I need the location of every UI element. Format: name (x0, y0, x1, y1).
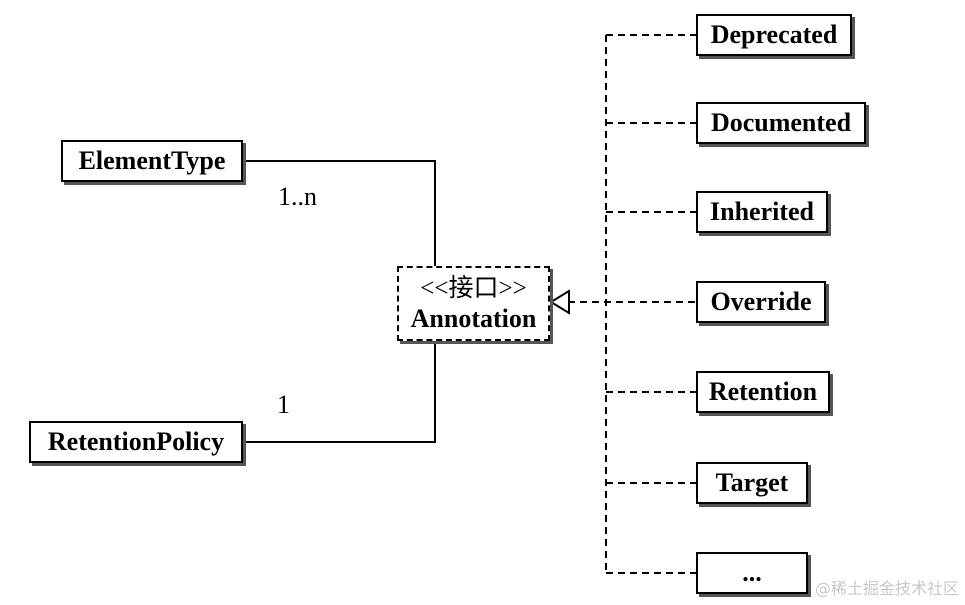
annotation-label-documented: Documented (710, 108, 852, 137)
class-label-retentionpolicy: RetentionPolicy (47, 427, 225, 456)
annotation-label-target: Target (715, 468, 789, 497)
annotation-label-deprecated: Deprecated (710, 20, 838, 49)
class-label-elementtype: ElementType (78, 146, 226, 175)
association-line-elementtype (243, 160, 436, 266)
annotation-box-retention: Retention (696, 371, 830, 413)
interface-box-annotation: <<接口>> Annotation (397, 266, 550, 341)
annotation-label-more: ... (742, 558, 762, 587)
multiplicity-retentionpolicy: 1 (277, 390, 290, 419)
multiplicity-elementtype: 1..n (278, 182, 317, 211)
annotation-box-documented: Documented (696, 102, 866, 144)
annotation-box-target: Target (696, 462, 808, 504)
annotation-box-override: Override (696, 281, 826, 323)
annotation-box-more: ... (696, 552, 808, 594)
interface-name: Annotation (410, 303, 537, 333)
interface-stereotype: <<接口>> (420, 274, 527, 302)
annotation-label-inherited: Inherited (710, 197, 814, 226)
annotation-label-override: Override (710, 287, 812, 316)
realization-arrowhead-icon (549, 289, 570, 315)
class-box-retentionpolicy: RetentionPolicy (29, 421, 243, 463)
association-line-retentionpolicy (243, 341, 436, 443)
watermark-text: @稀土掘金技术社区 (814, 579, 959, 598)
annotation-box-inherited: Inherited (696, 191, 828, 233)
class-box-elementtype: ElementType (61, 140, 243, 182)
annotation-label-retention: Retention (708, 377, 818, 406)
annotation-box-deprecated: Deprecated (696, 14, 852, 56)
